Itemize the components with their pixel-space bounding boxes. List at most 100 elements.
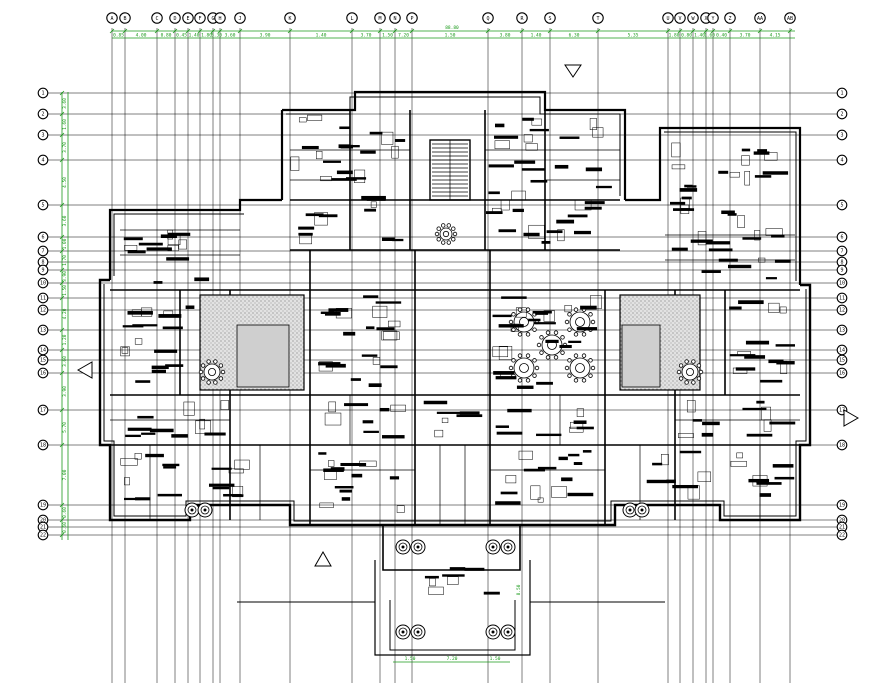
axis-bubble-left: 4 bbox=[37, 154, 49, 166]
top-dimension-value: 1.50 bbox=[445, 33, 456, 39]
annotation-tag bbox=[537, 466, 557, 470]
furniture bbox=[764, 152, 778, 161]
furniture bbox=[167, 233, 181, 245]
axis-bubble-top: Q bbox=[482, 12, 494, 24]
axis-bubble-top: F bbox=[194, 12, 206, 24]
annotation-tag bbox=[380, 365, 398, 369]
axis-label: N bbox=[393, 16, 396, 22]
axis-label: R bbox=[520, 16, 524, 22]
axis-label: 22 bbox=[40, 533, 46, 539]
axis-bubble-right: 15 bbox=[836, 354, 848, 366]
annotation-tag bbox=[151, 365, 169, 370]
axis-label: 10 bbox=[839, 281, 845, 287]
annotation-tag bbox=[573, 230, 591, 235]
furniture bbox=[381, 330, 398, 341]
furniture bbox=[697, 231, 707, 246]
annotation-tag bbox=[753, 151, 770, 155]
round-table bbox=[434, 223, 458, 245]
annotation-tag bbox=[123, 237, 143, 241]
annotation-tag bbox=[727, 213, 737, 216]
furniture bbox=[124, 245, 138, 251]
axis-label: 7 bbox=[840, 249, 843, 255]
axis-bubble-left: 12 bbox=[37, 304, 49, 316]
axis-label: 2 bbox=[41, 112, 44, 118]
furniture bbox=[447, 576, 459, 585]
furniture bbox=[576, 408, 584, 417]
axis-label: 21 bbox=[839, 525, 845, 531]
top-dimension-value: 1.80 bbox=[669, 33, 680, 39]
axis-bubble-left: 22 bbox=[37, 529, 49, 541]
annotation-tag bbox=[568, 453, 580, 457]
furniture bbox=[592, 127, 604, 138]
annotation-tag bbox=[127, 427, 152, 431]
axis-bubble-left: 5 bbox=[37, 199, 49, 211]
annotation-tag bbox=[488, 164, 514, 168]
annotation-tag bbox=[670, 201, 686, 205]
annotation-tag bbox=[137, 415, 154, 419]
column bbox=[485, 539, 516, 555]
axis-label: 20 bbox=[40, 518, 46, 524]
top-dimension-value: 6.30 bbox=[569, 33, 580, 39]
annotation-tag bbox=[165, 364, 184, 367]
axis-label: 6 bbox=[840, 235, 843, 241]
furniture bbox=[531, 118, 542, 126]
axis-bubble-top: P bbox=[406, 12, 418, 24]
axis-label: 1 bbox=[41, 91, 44, 97]
annotation-tag bbox=[692, 419, 702, 422]
annotation-tag bbox=[160, 234, 177, 239]
furniture bbox=[199, 418, 205, 430]
annotation-tag bbox=[298, 226, 315, 230]
furniture bbox=[737, 215, 745, 228]
annotation-tag bbox=[666, 479, 676, 484]
axis-bubble-top: Y bbox=[707, 12, 719, 24]
furniture bbox=[780, 360, 788, 374]
axis-bubble-top: B bbox=[119, 12, 131, 24]
axis-label: 16 bbox=[839, 371, 845, 377]
annotation-tag bbox=[512, 208, 524, 213]
right-vertical-dimension: 8.50 bbox=[516, 584, 522, 595]
annotation-tag bbox=[146, 247, 172, 251]
axis-bubble-left: 17 bbox=[37, 404, 49, 416]
left-dimension-value: 3.60 bbox=[62, 356, 68, 367]
furniture bbox=[320, 176, 332, 182]
top-dimension-value: 1.40 bbox=[189, 33, 200, 39]
furniture bbox=[314, 212, 328, 226]
annotation-tag bbox=[495, 425, 510, 428]
furniture bbox=[120, 346, 130, 357]
annotation-tag bbox=[523, 232, 540, 237]
axis-label: 9 bbox=[840, 268, 843, 274]
axis-label: 19 bbox=[40, 503, 46, 509]
annotation-tag bbox=[776, 361, 795, 365]
axis-bubble-left: 13 bbox=[37, 324, 49, 336]
top-dimension-value: 5.30 bbox=[211, 33, 222, 39]
axis-label: 11 bbox=[40, 296, 46, 302]
axis-label: 20 bbox=[839, 518, 845, 524]
furniture bbox=[324, 412, 342, 426]
annotation-tag bbox=[153, 281, 163, 284]
axis-bubble-right: 16 bbox=[836, 367, 848, 379]
annotation-tag bbox=[493, 371, 515, 375]
axis-bubble-top: W bbox=[687, 12, 699, 24]
axis-bubble-top: C bbox=[151, 12, 163, 24]
annotation-tag bbox=[360, 150, 376, 154]
top-dimension-value: 5.35 bbox=[628, 33, 639, 39]
axis-label: 13 bbox=[40, 328, 46, 334]
annotation-tag bbox=[500, 491, 518, 495]
axis-bubble-left: 9 bbox=[37, 264, 49, 276]
annotation-tag bbox=[686, 185, 697, 188]
furniture bbox=[589, 118, 597, 130]
axis-label: M bbox=[378, 16, 381, 22]
axis-bubble-top: E bbox=[182, 12, 194, 24]
annotation-tag bbox=[523, 468, 545, 472]
axis-label: 14 bbox=[839, 348, 845, 354]
furniture bbox=[569, 426, 584, 433]
annotation-tag bbox=[646, 479, 670, 484]
furniture bbox=[428, 586, 444, 595]
annotation-tag bbox=[585, 167, 603, 172]
left-dimension-value: 0.60 bbox=[62, 507, 68, 518]
annotation-tag bbox=[132, 324, 158, 327]
furniture bbox=[763, 419, 772, 432]
annotation-tag bbox=[768, 359, 784, 364]
annotation-tag bbox=[185, 305, 195, 309]
